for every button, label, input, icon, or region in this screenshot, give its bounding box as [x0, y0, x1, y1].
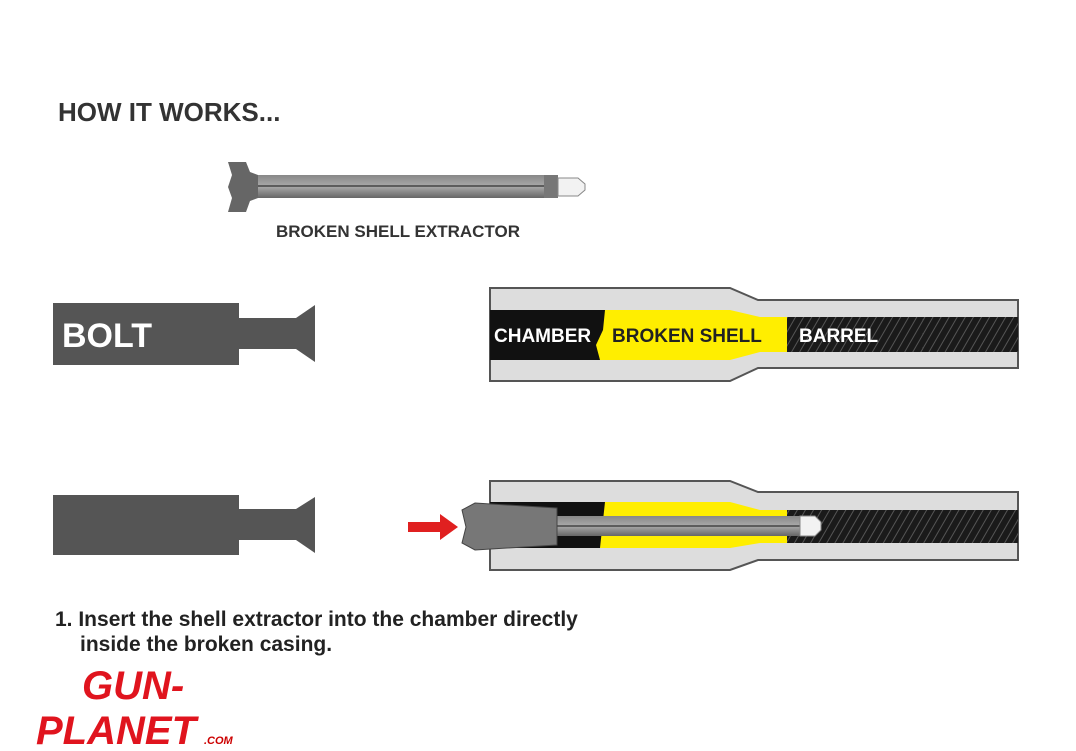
barrel-label: BARREL [799, 326, 879, 347]
chamber-label: CHAMBER [494, 326, 591, 347]
shell-extractor-illustration [228, 162, 586, 212]
logo-line-2: PLANET [36, 709, 200, 751]
bolt-illustration-step1 [53, 495, 315, 555]
instruction-line-1: 1. Insert the shell extractor into the c… [55, 608, 578, 631]
extractor-label: BROKEN SHELL EXTRACTOR [276, 222, 520, 241]
bolt-illustration [53, 303, 315, 365]
instruction-line-2: inside the broken casing. [80, 633, 332, 656]
page-title: HOW IT WORKS... [58, 97, 280, 127]
broken-shell-label: BROKEN SHELL [612, 326, 762, 347]
insert-arrow-icon [408, 514, 458, 540]
logo-line-1: GUN- [82, 664, 184, 708]
barrel-with-extractor-illustration [461, 480, 1019, 571]
bolt-label: BOLT [62, 317, 152, 355]
logo-line-3: .COM [204, 735, 234, 747]
barrel-chamber-illustration [489, 287, 1019, 382]
gun-planet-logo: GUN- PLANET .COM [35, 663, 234, 751]
